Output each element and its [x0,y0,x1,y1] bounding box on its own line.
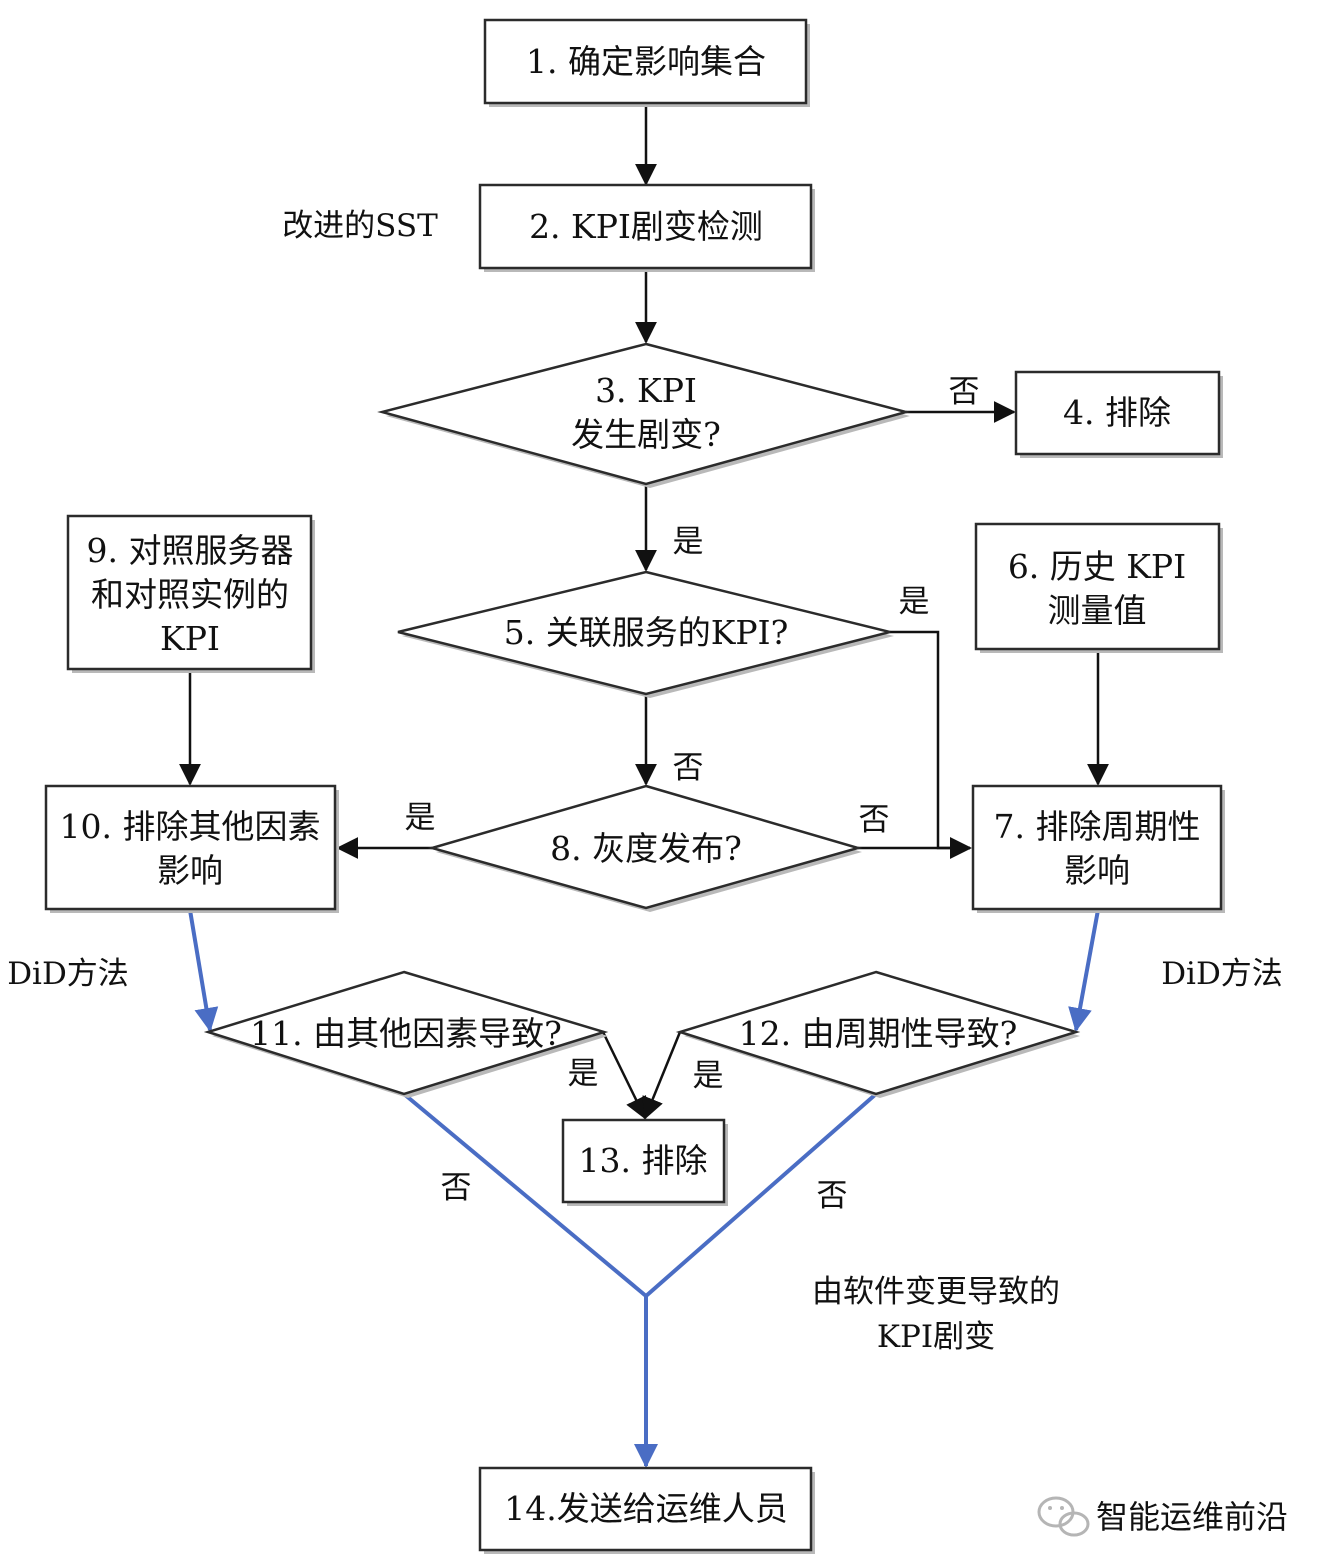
node-14-label: 14.发送给运维人员 [504,1489,787,1528]
node-6: 6. 历史 KPI 测量值 [974,522,1223,653]
annotation-result-line1: 由软件变更导致的 [812,1274,1060,1310]
node-3-decision: 3. KPI 发生剧变? [377,342,911,488]
annotation-did-right: DiD方法 [1161,956,1283,992]
edge-11-merge [402,1092,648,1298]
annotation-sst: 改进的SST [282,208,438,244]
node-7-label-line2: 影响 [1064,851,1130,890]
watermark: 智能运维前沿 [1037,1496,1288,1537]
edge-label-5-no: 否 [673,750,704,786]
node-6-label-line2: 测量值 [1048,591,1147,630]
node-9: 9. 对照服务器 和对照实例的 KPI [66,514,315,673]
node-3-label-line1: 3. KPI [595,371,697,410]
node-11-decision: 11. 由其他因素导致? [203,970,609,1098]
node-1-label: 1. 确定影响集合 [526,42,766,81]
edge-label-8-yes: 是 [405,800,436,836]
watermark-text: 智能运维前沿 [1096,1498,1288,1536]
node-12-label: 12. 由周期性导致? [739,1014,1018,1053]
edge-label-3-no: 否 [949,374,980,410]
node-8-decision: 8. 灰度发布? [427,784,863,912]
annotation-result-line2: KPI剧变 [877,1319,995,1355]
node-12-decision: 12. 由周期性导致? [675,970,1081,1098]
edge-label-11-yes: 是 [568,1056,599,1092]
node-14: 14.发送给运维人员 [478,1466,815,1554]
node-4-label: 4. 排除 [1063,393,1171,432]
node-6-label-line1: 6. 历史 KPI [1008,547,1186,586]
node-2: 2. KPI剧变检测 [478,183,815,272]
edge-label-11-no: 否 [441,1170,472,1206]
node-8-label: 8. 灰度发布? [550,829,742,868]
edge-label-5-yes: 是 [899,584,930,620]
node-13-label: 13. 排除 [579,1141,708,1180]
node-9-label-line2: 和对照实例的 [91,575,289,614]
edge-11-13 [601,1031,647,1120]
node-2-label: 2. KPI剧变检测 [529,207,763,246]
edge-12-merge [644,1092,878,1298]
node-3-label-line2: 发生剧变? [571,415,721,454]
edge-7-12 [1068,909,1100,1032]
edge-label-3-yes: 是 [673,524,704,560]
edges [179,103,1109,1468]
node-10-label-line2: 影响 [157,851,223,890]
node-5-label: 5. 关联服务的KPI? [504,613,789,652]
node-1: 1. 确定影响集合 [483,18,810,107]
edge-5-7 [890,630,972,859]
edge-10-11 [188,909,219,1032]
node-4: 4. 排除 [1014,370,1223,458]
node-7-label-line1: 7. 排除周期性 [994,807,1201,846]
node-7: 7. 排除周期性 影响 [971,784,1225,913]
node-5-decision: 5. 关联服务的KPI? [397,570,894,698]
annotation-did-left: DiD方法 [7,956,129,992]
wechat-icon [1037,1496,1090,1537]
node-10-label-line1: 10. 排除其他因素 [60,807,321,846]
edge-label-12-yes: 是 [693,1058,724,1094]
edge-12-13 [642,1031,682,1120]
node-13: 13. 排除 [561,1118,728,1206]
edge-labels: 否 是 是 否 是 否 是 是 否 否 [405,374,980,1214]
node-10: 10. 排除其他因素 影响 [44,784,339,913]
node-9-label-line3: KPI [160,619,220,658]
edge-label-8-no: 否 [859,802,890,838]
node-11-label: 11. 由其他因素导致? [250,1014,562,1053]
node-9-label-line1: 9. 对照服务器 [87,531,294,570]
annotations: 改进的SST DiD方法 DiD方法 由软件变更导致的 KPI剧变 [7,208,1283,1355]
edge-label-12-no: 否 [817,1178,848,1214]
